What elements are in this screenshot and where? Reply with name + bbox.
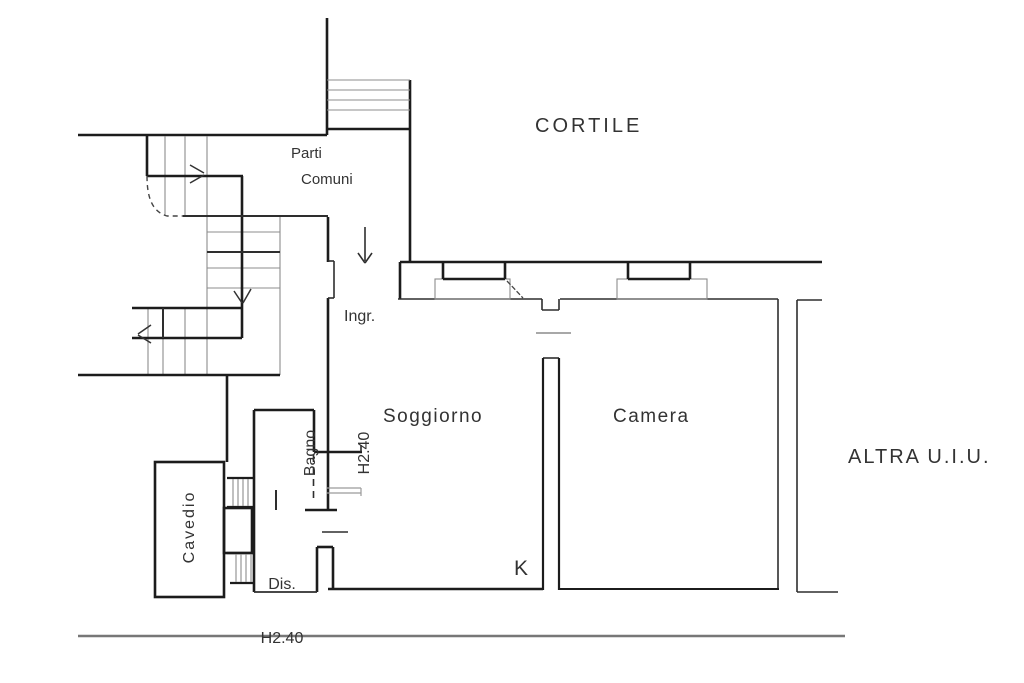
label-entrance: Ingr.: [344, 308, 376, 325]
label-bathroom-name: Bagno: [302, 429, 319, 477]
label-kitchen: K: [514, 557, 529, 580]
label-courtyard: CORTILE: [535, 115, 643, 137]
apartment-top-wall: [398, 260, 822, 299]
label-common-parts-2: Comuni: [301, 171, 353, 188]
bathroom-detail-lines: [254, 445, 362, 593]
staircase-walls: [78, 135, 280, 462]
window-2: [616, 262, 708, 300]
label-bathroom: Bagno H2.40: [266, 423, 373, 483]
neighbor-unit-wall: [796, 299, 838, 593]
apartment-inner-wall-lines: [398, 298, 779, 589]
label-other-unit: ALTRA U.I.U.: [848, 446, 991, 468]
label-bedroom: Camera: [613, 406, 690, 427]
label-common-parts-1: Parti: [291, 145, 322, 162]
entrance-door-niche: [328, 260, 335, 299]
label-hallway: Dis. H2.40: [244, 540, 320, 683]
label-shaft: Cavedio: [181, 490, 198, 564]
window-1: [434, 262, 511, 300]
top-stair-hatch: [327, 79, 410, 111]
partition-wall: [536, 299, 571, 590]
stair-direction-arrows: [137, 164, 252, 344]
label-hallway-height: H2.40: [260, 630, 304, 647]
bathroom-walls: [252, 408, 362, 592]
stair-turn-dashed-curve: [146, 175, 183, 217]
entrance-arrow: [357, 227, 373, 264]
label-living-room: Soggiorno: [383, 406, 484, 427]
door-swing-line: [506, 280, 524, 299]
shaft-connector-hatch: [232, 479, 252, 582]
staircase-medium-lines: [162, 215, 328, 338]
label-bathroom-height: H2.40: [356, 431, 373, 475]
shaft-connector-caps: [227, 476, 254, 585]
common-parts-walls: [78, 18, 412, 262]
label-hallway-name: Dis.: [268, 576, 296, 593]
